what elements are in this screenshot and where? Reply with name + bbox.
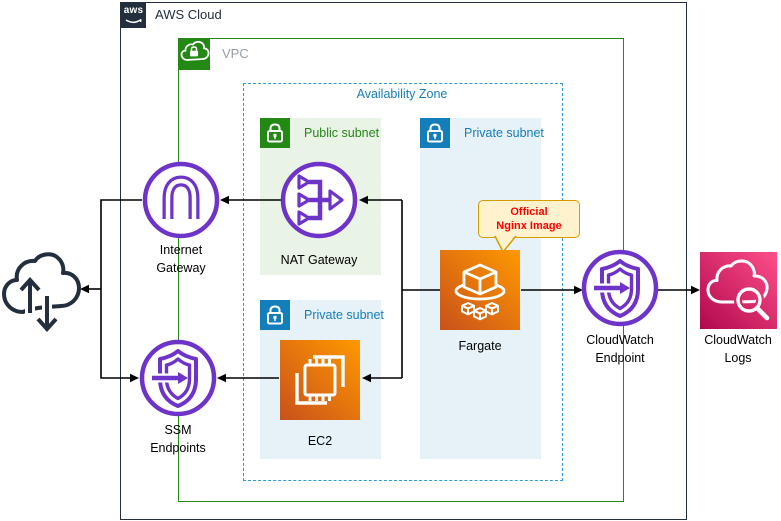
ssm-endpoints-label: SSM Endpoints [150,423,206,455]
aws-logo: aws [121,3,146,28]
cloudwatch-endpoint-icon [581,249,659,327]
callout-line2: Nginx Image [496,220,562,232]
ec2-label: EC2 [307,434,333,448]
public-subnet-lock-icon [260,118,290,148]
callout-line1: Official [510,206,548,218]
private-subnet-lock-icon [420,118,450,148]
aws-logo-text: aws [123,5,144,16]
availability-zone-container [243,83,563,481]
fargate-icon [440,250,520,330]
vpc-label: VPC [222,46,249,61]
public-subnet-label: Public subnet [304,126,380,140]
fargate-label: Fargate [458,339,502,353]
internet-cloud-icon [2,252,81,332]
ec2-icon [280,340,360,420]
internet-gateway-label: Internet Gateway [156,243,206,275]
internet-gateway-icon [142,161,220,239]
cloudwatch-logs-icon [700,252,777,329]
aws-cloud-label: AWS Cloud [155,7,222,22]
nginx-image-callout: Official Nginx Image [478,200,580,238]
nat-gateway-label: NAT Gateway [280,253,358,267]
cloudwatch-logs-label: CloudWatch Logs [704,333,772,365]
private-subnet-label: Private subnet [304,308,384,322]
vpc-icon [178,38,210,70]
aws-logo-smile-icon [125,18,142,24]
private-subnet-label: Private subnet [464,126,544,140]
availability-zone-label: Availability Zone [356,87,448,101]
private-subnet-fargate: Private subnet [420,118,544,459]
private-subnet-lock-icon [260,300,290,330]
cloudwatch-endpoint-label: CloudWatch Endpoint [586,333,654,365]
nat-gateway-icon [280,161,358,239]
ssm-endpoints-icon [139,339,217,417]
